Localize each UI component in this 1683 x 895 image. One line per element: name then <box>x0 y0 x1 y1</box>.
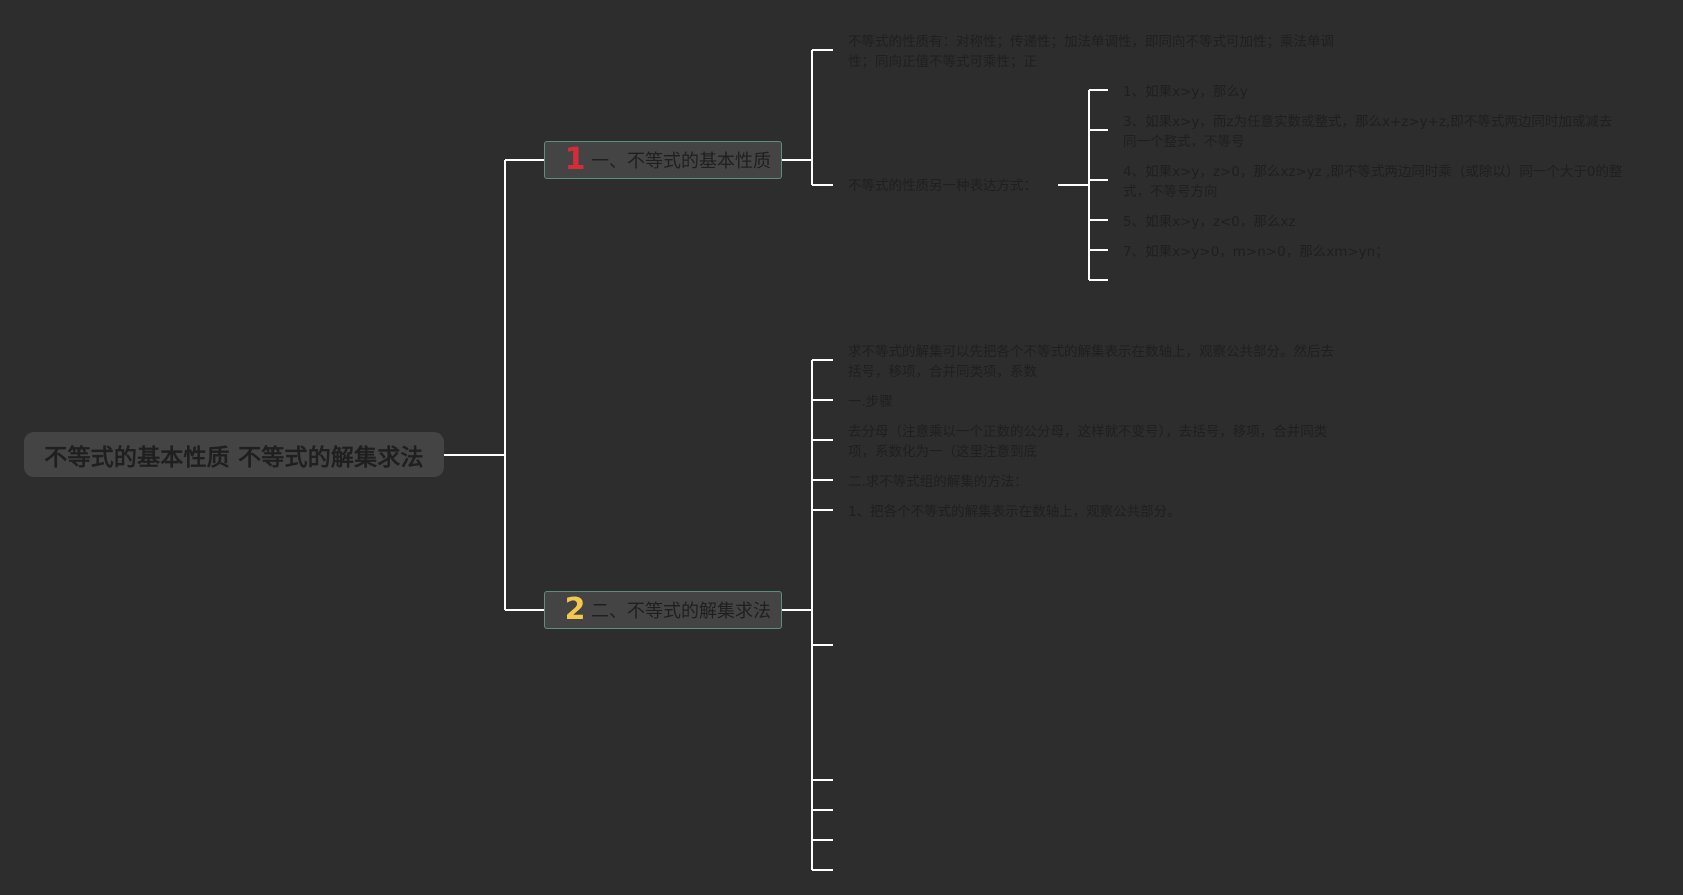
leaf-solution-intro[interactable]: 求不等式的解集可以先把各个不等式的解集表示在数轴上，观察公共部分。然后去括号，移… <box>848 344 1334 380</box>
leaf-solution-steps-detail[interactable]: 去分母（注意乘以一个正数的公分母，这样就不变号），去括号，移项，合并同类项，系数… <box>848 424 1328 460</box>
branch-number-1: 1 <box>564 142 586 177</box>
leaf-solution-steps-heading[interactable]: 一.步骤 <box>848 394 893 410</box>
leaf-alt-rule-1[interactable]: 1、如果x>y，那么y <box>1123 84 1248 100</box>
leaf-alt-rule-5[interactable]: 5、如果x>y，z<0，那么xz <box>1123 214 1296 230</box>
branch-topic-1[interactable]: 1 一、不等式的基本性质 <box>544 141 782 179</box>
branch-topic-2[interactable]: 2 二、不等式的解集求法 <box>544 591 782 629</box>
leaf-alt-rule-4[interactable]: 4、如果x>y，z>0，那么xz>yz ,即不等式两边同时乘（或除以）同一个大于… <box>1123 164 1623 200</box>
leaf-alt-rule-3[interactable]: 3、如果x>y，而z为任意实数或整式，那么x+z>y+z,即不等式两边同时加或减… <box>1123 114 1613 150</box>
branch-number-2: 2 <box>564 592 586 627</box>
leaf-system-solution-heading[interactable]: 二.求不等式组的解集的方法： <box>848 474 1028 490</box>
leaf-alt-rule-7[interactable]: 7、如果x>y>0，m>n>0，那么xm>yn； <box>1123 244 1389 260</box>
leaf-property-summary[interactable]: 不等式的性质有：对称性；传递性；加法单调性，即同向不等式可加性；乘法单调性；同向… <box>848 34 1334 70</box>
leaf-system-solution-step-1[interactable]: 1、把各个不等式的解集表示在数轴上，观察公共部分。 <box>848 504 1181 520</box>
branch-label-1: 一、不等式的基本性质 <box>591 151 771 172</box>
branch-label-2: 二、不等式的解集求法 <box>591 601 771 622</box>
root-topic[interactable]: 不等式的基本性质 不等式的解集求法 <box>24 432 444 477</box>
leaf-property-alt-expression[interactable]: 不等式的性质另一种表达方式： <box>848 178 1037 194</box>
